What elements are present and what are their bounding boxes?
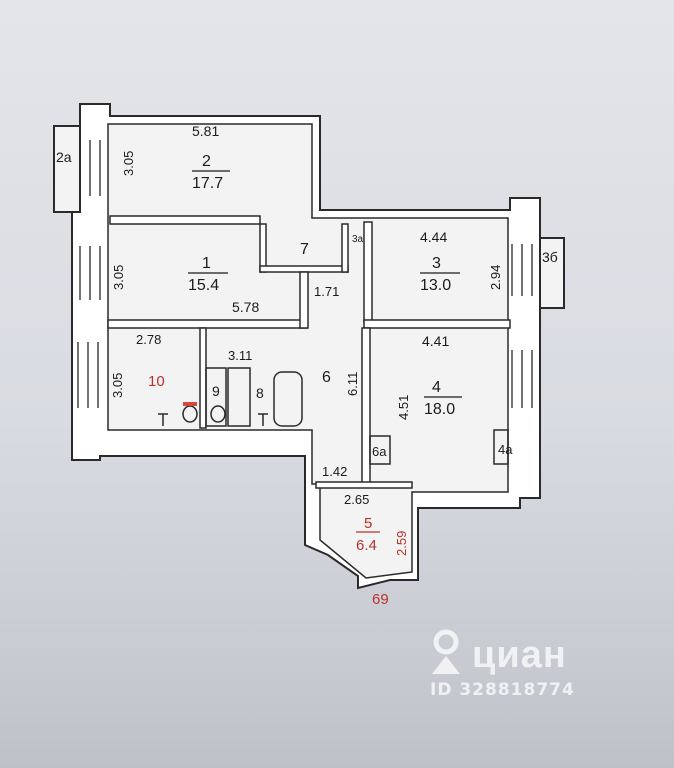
room-1-width: 5.78 [232,299,259,315]
interior-walls [107,215,511,489]
room-4-number: 4 [432,379,441,396]
room-2-depth: 3.05 [121,151,136,176]
room-2-area: 17.7 [192,175,223,192]
outer-walls [71,103,541,590]
balcony-3b-label: 3б [542,249,558,265]
windows-left [77,140,101,408]
room-5-depth: 2.59 [394,531,409,556]
room-6-width: 1.42 [322,464,347,479]
room-5-width: 2.65 [344,492,369,507]
room-3-depth: 2.94 [488,265,503,290]
room-7-number: 7 [300,241,309,258]
room-6a-number: 6a [372,444,387,459]
room-4-width: 4.41 [422,333,449,349]
room-6-length: 6.11 [345,372,360,396]
room-3a-number: 3a [352,234,364,245]
room-10-number: 10 [148,373,165,390]
room-3-area: 13.0 [420,277,451,294]
room-4a-number: 4a [498,442,513,457]
room-9-number: 9 [212,383,220,399]
room-6-extra: 1.71 [314,284,339,299]
stray-number-69: 69 [372,591,389,608]
balcony-2a-label: 2a [56,149,72,165]
balcony-2a [53,125,81,213]
room-4-depth: 4.51 [396,395,411,420]
room-6-number: 6 [322,369,331,386]
room-2-number: 2 [202,153,211,170]
watermark-brand: циан [472,634,567,676]
room-4-area: 18.0 [424,401,455,418]
cian-watermark: циан ID 328818774 [428,622,668,712]
room-10-depth: 3.05 [110,373,125,398]
cupboard-6a [369,435,391,465]
cupboard-4a [493,429,509,465]
room-8-number: 8 [256,385,264,401]
room-3-width: 4.44 [420,229,447,245]
location-pin-icon [432,629,460,674]
room-3-number: 3 [432,255,441,272]
room-1-number: 1 [202,255,211,272]
room-5-area: 6.4 [356,537,377,554]
room-10-width: 2.78 [136,332,161,347]
balcony-3b [539,237,565,309]
room-2-width: 5.81 [192,123,219,139]
windows-right [511,244,533,408]
room-8-width: 3.11 [228,348,252,363]
room-1-depth: 3.05 [111,265,126,290]
room-5-number: 5 [364,515,372,532]
watermark-id: ID 328818774 [430,680,575,700]
room-1-area: 15.4 [188,277,219,294]
bathroom-fixtures [158,367,303,427]
